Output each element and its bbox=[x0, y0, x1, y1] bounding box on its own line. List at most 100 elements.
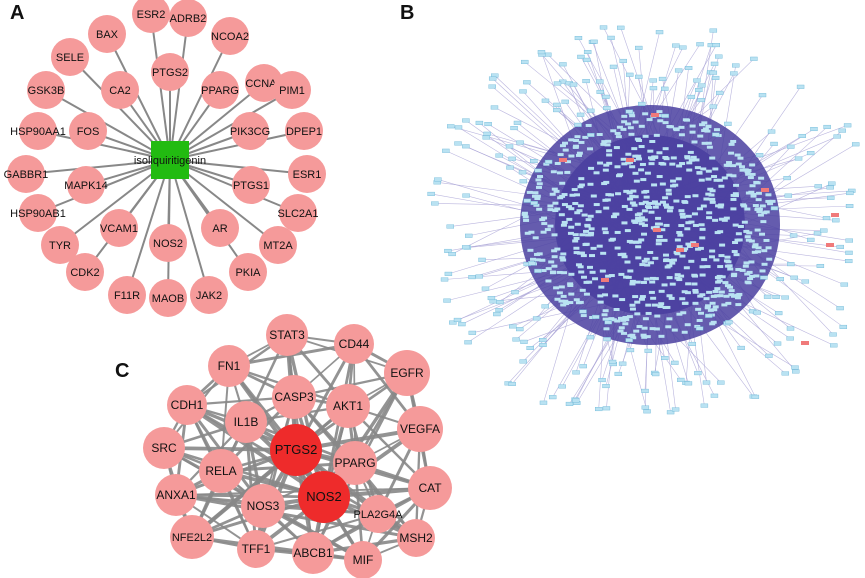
network-node bbox=[661, 356, 669, 361]
network-node bbox=[666, 264, 673, 268]
network-node bbox=[583, 280, 590, 284]
network-node bbox=[639, 162, 646, 166]
network-node bbox=[602, 309, 609, 313]
network-node bbox=[574, 211, 581, 215]
network-node bbox=[552, 201, 559, 205]
network-node bbox=[576, 209, 583, 213]
node-label: EGFR bbox=[390, 366, 424, 380]
network-node bbox=[657, 114, 664, 118]
node-circle bbox=[149, 224, 187, 262]
network-node bbox=[605, 274, 612, 278]
node-mt2a: MT2A bbox=[259, 226, 297, 264]
network-node bbox=[645, 311, 652, 315]
network-node bbox=[658, 334, 665, 338]
panel-b-label: B bbox=[400, 2, 415, 24]
node-label: PIM1 bbox=[279, 85, 305, 97]
network-node bbox=[665, 325, 672, 329]
network-node bbox=[558, 299, 565, 303]
network-node bbox=[573, 139, 580, 143]
network-node bbox=[733, 183, 740, 187]
network-node bbox=[583, 242, 590, 246]
network-node bbox=[520, 339, 528, 344]
network-node bbox=[629, 279, 636, 283]
network-node bbox=[523, 218, 530, 222]
network-node bbox=[672, 127, 679, 131]
network-node bbox=[692, 290, 699, 294]
network-node bbox=[597, 161, 604, 165]
network-node bbox=[535, 178, 542, 182]
network-node bbox=[732, 192, 739, 196]
network-node bbox=[669, 282, 676, 286]
network-node bbox=[790, 275, 798, 280]
network-node bbox=[713, 178, 720, 182]
network-node bbox=[686, 244, 693, 248]
node-label: MSH2 bbox=[399, 531, 433, 545]
node-circle bbox=[397, 519, 435, 557]
node-circle bbox=[201, 209, 239, 247]
network-node bbox=[600, 142, 607, 146]
network-node bbox=[648, 162, 655, 166]
network-node bbox=[656, 235, 663, 239]
network-node bbox=[654, 314, 661, 318]
node-circle bbox=[69, 112, 107, 150]
network-node bbox=[681, 200, 688, 204]
network-node bbox=[608, 359, 617, 364]
network-node bbox=[635, 245, 642, 249]
node-circle bbox=[241, 484, 285, 528]
node-circle bbox=[285, 112, 323, 150]
network-node bbox=[814, 184, 823, 189]
network-node bbox=[568, 138, 575, 142]
network-node bbox=[633, 179, 640, 183]
network-node bbox=[827, 181, 836, 186]
node-circle bbox=[359, 495, 397, 533]
network-node bbox=[571, 188, 578, 192]
network-node bbox=[823, 124, 831, 129]
network-node bbox=[574, 222, 581, 226]
network-node bbox=[692, 274, 699, 278]
network-node bbox=[556, 270, 563, 274]
network-node bbox=[844, 259, 853, 264]
network-node bbox=[816, 263, 825, 268]
node-circle bbox=[143, 427, 185, 469]
network-node bbox=[651, 303, 658, 307]
network-node bbox=[650, 296, 657, 300]
network-node bbox=[646, 201, 653, 205]
network-node bbox=[734, 153, 741, 157]
network-node bbox=[629, 165, 636, 169]
network-node bbox=[659, 228, 666, 232]
network-node bbox=[582, 79, 590, 84]
network-node bbox=[537, 175, 544, 179]
network-node bbox=[711, 308, 718, 312]
network-node bbox=[649, 276, 656, 280]
network-node bbox=[561, 271, 568, 275]
network-node bbox=[657, 304, 664, 308]
network-node bbox=[601, 140, 608, 144]
network-node bbox=[755, 250, 762, 254]
network-node bbox=[685, 282, 692, 286]
network-node bbox=[676, 278, 683, 282]
node-circle bbox=[397, 406, 443, 452]
network-node bbox=[744, 272, 751, 276]
node-msh2: MSH2 bbox=[397, 519, 435, 557]
network-node bbox=[658, 76, 667, 81]
network-node bbox=[712, 305, 719, 309]
network-node bbox=[741, 220, 748, 224]
network-node-highlighted bbox=[691, 243, 699, 247]
network-node bbox=[584, 223, 591, 227]
network-node bbox=[626, 239, 633, 243]
network-node bbox=[712, 167, 719, 171]
network-node bbox=[705, 313, 713, 318]
node-hsp90ab1: HSP90AB1 bbox=[10, 194, 66, 232]
network-node bbox=[838, 128, 846, 133]
network-node bbox=[755, 191, 762, 195]
network-node bbox=[745, 238, 752, 242]
node-ncoa2: NCOA2 bbox=[211, 17, 249, 55]
network-node bbox=[661, 238, 668, 242]
edge-stat3-nos2 bbox=[285, 334, 326, 498]
network-node bbox=[638, 124, 645, 128]
network-node bbox=[626, 315, 633, 319]
network-node bbox=[579, 364, 587, 369]
node-label: CDH1 bbox=[171, 398, 204, 412]
network-node bbox=[602, 384, 610, 389]
network-node bbox=[732, 223, 739, 227]
